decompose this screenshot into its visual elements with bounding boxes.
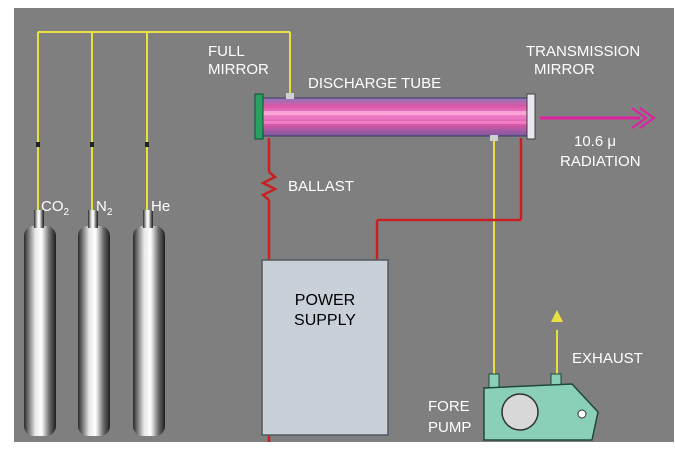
n2-label: N2: [96, 198, 113, 218]
full-mirror-label-1: FULL: [208, 43, 245, 60]
fore-pump: [483, 373, 599, 441]
laser-beam: [540, 107, 656, 129]
he-label: He: [151, 198, 170, 215]
power-supply-label-2: SUPPLY: [294, 312, 356, 329]
pump-rotor: [501, 393, 539, 431]
he-cylinder: [133, 210, 165, 436]
gas-outlet-fitting: [490, 135, 498, 141]
discharge-tube: [260, 97, 530, 137]
transmission-label-2: MIRROR: [534, 61, 595, 78]
co2-cylinder: [24, 210, 56, 436]
electric-lines: [260, 138, 523, 442]
n2-cylinder: [78, 210, 110, 436]
ballast-label: BALLAST: [288, 178, 354, 195]
power-supply-label-1: POWER: [295, 292, 355, 309]
exhaust-label: EXHAUST: [572, 350, 643, 367]
he-valve: [145, 142, 149, 147]
transmission-mirror: [526, 93, 536, 140]
n2-valve: [90, 142, 94, 147]
full-mirror-label-2: MIRROR: [208, 61, 269, 78]
gas-inlet-fitting: [286, 93, 294, 99]
gas-lines: [37, 31, 558, 378]
co2-label: CO2: [41, 198, 70, 218]
full-mirror: [254, 93, 264, 140]
discharge-tube-label: DISCHARGE TUBE: [308, 75, 441, 92]
exhaust-arrow-icon: [551, 310, 563, 322]
co2-valve: [36, 142, 40, 147]
co2-label-subscript: 2: [64, 207, 70, 218]
fore-pump-label-2: PUMP: [428, 419, 471, 436]
n2-label-main: N: [96, 198, 107, 215]
fore-pump-label-1: FORE: [428, 398, 470, 415]
n2-label-subscript: 2: [107, 207, 113, 218]
wavelength-label: 10.6 μ: [574, 133, 616, 150]
power-supply-box: [261, 259, 389, 436]
transmission-label-1: TRANSMISSION: [526, 43, 640, 60]
co2-label-main: CO: [41, 198, 64, 215]
radiation-label: RADIATION: [560, 153, 641, 170]
